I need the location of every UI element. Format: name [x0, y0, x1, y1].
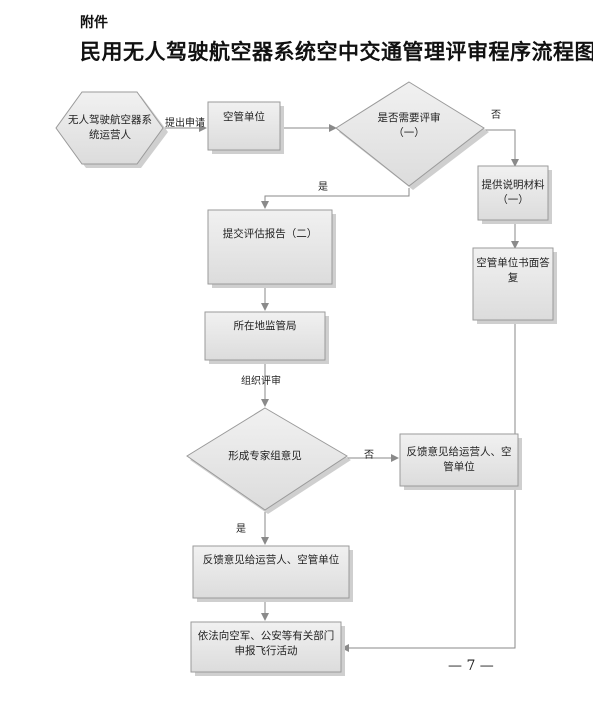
page-title: 民用无人驾驶航空器系统空中交通管理评审程序流程图 — [80, 39, 593, 64]
edge-label-submit-application: 提出申请 — [165, 118, 205, 129]
provide-materials-label: 提供说明材料（一） — [481, 179, 545, 206]
edge-reply-to-apply — [341, 320, 516, 652]
expert-opinion-label: 形成专家组意见 — [228, 449, 302, 462]
edge-decision-yes — [261, 188, 410, 209]
feedback-yes-label: 反馈意见给运营人、空管单位 — [202, 553, 340, 566]
node-need-review — [335, 81, 485, 187]
edge-label-expert-yes: 是 — [236, 524, 246, 535]
page-number: — 7 — — [448, 658, 494, 674]
operator-label: 无人驾驶航空器系统运营人 — [68, 114, 152, 141]
local-bureau-label: 所在地监管局 — [233, 319, 297, 332]
written-reply-label: 空管单位书面答复 — [476, 257, 550, 284]
node-atc-unit — [207, 101, 281, 151]
node-written-reply — [472, 247, 554, 321]
apply-flight-label: 依法向空军、公安等有关部门申报飞行活动 — [197, 630, 335, 657]
node-operator — [55, 91, 164, 165]
node-provide-materials — [477, 165, 549, 221]
edge-label-review-no: 否 — [491, 110, 501, 121]
node-feedback-no — [399, 433, 519, 487]
node-expert-opinion — [186, 407, 348, 511]
edge-label-organize-review: 组织评审 — [241, 376, 281, 387]
node-local-bureau — [204, 311, 326, 361]
feedback-no-label: 反馈意见给运营人、空管单位 — [406, 446, 512, 473]
node-feedback-yes — [192, 545, 350, 599]
edge-label-review-yes: 是 — [318, 182, 328, 193]
edge-label-expert-no: 否 — [364, 450, 374, 461]
edge-decision-no — [484, 129, 519, 167]
node-submit-report — [207, 209, 333, 285]
node-apply-flight — [190, 621, 342, 673]
need-review-label: 是否需要评审（一） — [377, 112, 441, 139]
attachment-label: 附件 — [80, 15, 108, 31]
submit-report-label: 提交评估报告（二） — [222, 227, 318, 240]
atc-unit-label: 空管单位 — [223, 110, 265, 123]
